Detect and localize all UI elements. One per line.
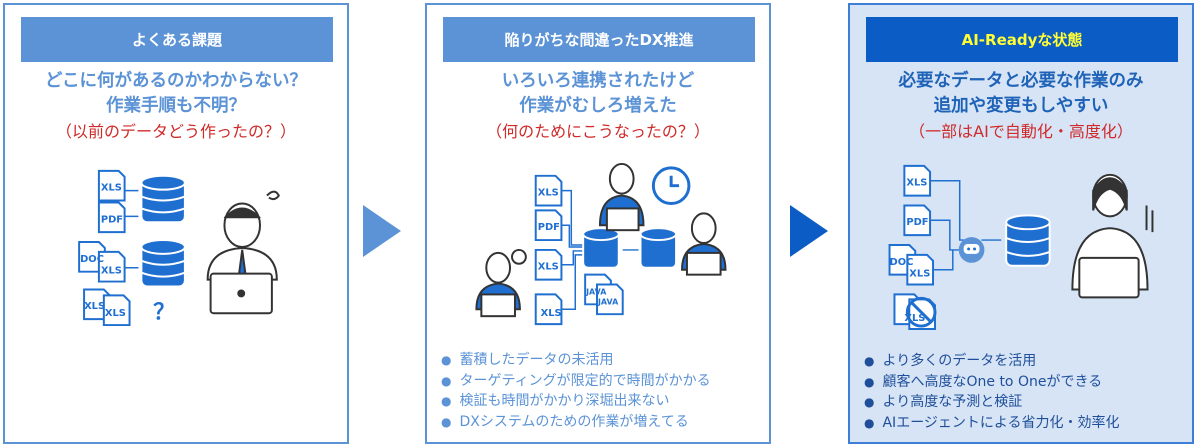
title-line: いろいろ連携されたけど — [501, 71, 695, 91]
panel-title: 必要なデータと必要な作業のみ 追加や変更もしやすい — [850, 69, 1192, 119]
file-label: XLS — [909, 269, 930, 280]
panel-common-issues: よくある課題 どこに何があるのかわからない？ 作業手順も不明？ （以前のデータど… — [3, 3, 349, 444]
panel-subtitle: （以前のデータどう作ったの？） — [55, 122, 296, 141]
issue-list: 蓄積したデータの未活用 ターゲティングが限定的で時間がかかる 検証も時間がかかり… — [441, 350, 711, 433]
benefit-list: より多くのデータを活用 顧客へ高度なOne to Oneができる より高度な予測… — [864, 351, 1120, 434]
file-label: PDF — [906, 217, 928, 228]
panel-header: よくある課題 — [21, 17, 333, 62]
database-icon — [582, 227, 678, 269]
file-label: XLS — [84, 301, 105, 312]
list-item: 蓄積したデータの未活用 — [441, 350, 711, 371]
title-line: 追加や変更もしやすい — [933, 96, 1109, 116]
file-label: DOC — [80, 254, 104, 265]
arrow-right-icon — [363, 205, 401, 257]
file-label: PDF — [101, 214, 123, 225]
list-item: AIエージェントによる省力化・効率化 — [864, 413, 1119, 434]
complex-dx-illustration: XLS PDF XLS XLS JAVA JAVA — [475, 162, 727, 326]
file-label: PDF — [538, 222, 560, 233]
clock-icon — [651, 166, 691, 205]
list-item: 検証も時間がかかり深堀出来ない — [441, 391, 711, 412]
title-line: 作業がむしろ増えた — [519, 96, 677, 116]
panel-subtitle: （何のためにこうなったの？） — [486, 122, 710, 141]
panel-subtitle: （一部はAIで自動化・高度化） — [909, 122, 1133, 141]
file-label: XLS — [541, 308, 562, 319]
ai-robot-icon — [958, 237, 985, 263]
file-label: XLS — [101, 183, 122, 194]
panel-ai-ready: AI-Readyな状態 必要なデータと必要な作業のみ 追加や変更もしやすい （一… — [848, 3, 1194, 444]
busy-people-icon — [475, 162, 727, 318]
happy-person-icon — [1071, 173, 1154, 299]
database-icon — [140, 174, 186, 288]
arrow-right-icon — [790, 205, 828, 257]
panel-wrong-dx: 陥りがちな間違ったDX推進 いろいろ連携されたけど 作業がむしろ増えた （何のた… — [425, 3, 771, 444]
scattered-data-illustration: XLS PDF DOC XLS XLS XLS ？ — [78, 169, 280, 327]
file-label: XLS — [904, 313, 925, 324]
file-label: JAVA — [597, 297, 619, 306]
file-label: XLS — [105, 308, 126, 319]
question-mark: ？ — [153, 300, 175, 325]
panel-title: いろいろ連携されたけど 作業がむしろ増えた — [427, 69, 769, 119]
title-line: 作業手順も不明？ — [106, 96, 246, 116]
panel-title: どこに何があるのかわからない？ 作業手順も不明？ — [5, 69, 347, 119]
panel-header: AI-Readyな状態 — [866, 17, 1178, 62]
title-line: どこに何があるのかわからない？ — [45, 71, 307, 91]
file-label: XLS — [538, 188, 559, 199]
confused-person-icon — [206, 190, 280, 315]
panel-header: 陥りがちな間違ったDX推進 — [443, 17, 755, 62]
file-label: XLS — [101, 266, 122, 277]
list-item: より多くのデータを活用 — [864, 351, 1120, 372]
prohibited-icon — [905, 296, 937, 328]
file-label: JAVA — [585, 287, 607, 296]
list-item: 顧客へ高度なOne to Oneができる — [864, 372, 1120, 393]
file-label: DOC — [890, 257, 914, 268]
ai-ready-illustration: XLS PDF DOC XLS XLS — [888, 164, 1154, 331]
list-item: より高度な予測と検証 — [864, 392, 1120, 413]
list-item: ターゲティングが限定的で時間がかかる — [441, 371, 710, 392]
title-line: 必要なデータと必要な作業のみ — [898, 71, 1144, 91]
file-label: XLS — [906, 178, 927, 189]
database-icon — [1005, 214, 1051, 267]
file-label: XLS — [538, 262, 559, 273]
list-item: DXシステムのための作業が増えてる — [441, 412, 711, 433]
